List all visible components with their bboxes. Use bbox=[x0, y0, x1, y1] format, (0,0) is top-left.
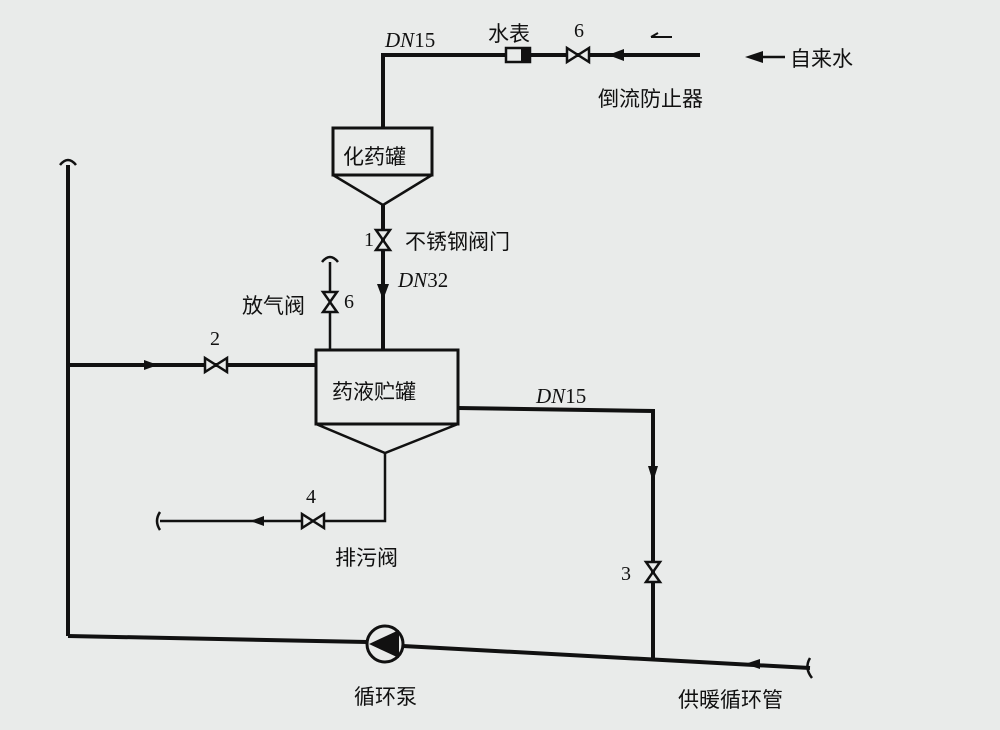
valve-1 bbox=[373, 228, 393, 252]
supply-pipe bbox=[381, 53, 700, 128]
dn-size: 15 bbox=[565, 384, 587, 408]
backflow-preventer-label: 倒流防止器 bbox=[598, 87, 703, 111]
vent-valve-label: 放气阀 bbox=[242, 294, 305, 318]
water-meter-label: 水表 bbox=[488, 22, 530, 46]
storage-tank bbox=[314, 348, 460, 426]
dn32-label: DN32 bbox=[398, 268, 448, 293]
pump-label: 循环泵 bbox=[354, 685, 417, 709]
dn-prefix: DN bbox=[385, 28, 415, 52]
dn-size: 15 bbox=[414, 28, 436, 52]
tap-water-label: 自来水 bbox=[790, 47, 853, 71]
valve-3 bbox=[643, 560, 663, 584]
chem-tank bbox=[331, 126, 434, 177]
valve-2 bbox=[203, 355, 229, 375]
dn-prefix: DN bbox=[536, 384, 566, 408]
storage-tank-label: 药液贮罐 bbox=[332, 380, 416, 404]
valve-6-top bbox=[565, 45, 591, 65]
heating-pipe-label: 供暖循环管 bbox=[678, 688, 783, 712]
valve-6-vent bbox=[320, 290, 340, 314]
valve-6-top-number: 6 bbox=[574, 20, 584, 42]
inlet-arrow bbox=[745, 51, 763, 63]
valve-3-number: 3 bbox=[621, 563, 631, 585]
valve-6-vent-number: 6 bbox=[344, 291, 354, 313]
circulation-pump bbox=[365, 624, 405, 664]
valve-4 bbox=[300, 511, 326, 531]
valve-4-number: 4 bbox=[306, 486, 316, 508]
dn-size: 32 bbox=[427, 268, 449, 292]
chem-tank-label: 化药罐 bbox=[343, 145, 406, 169]
flow-arrow-down bbox=[377, 284, 389, 300]
flow-arrow bbox=[608, 49, 624, 61]
drain-valve-label: 排污阀 bbox=[335, 546, 398, 570]
valve-1-number: 1 bbox=[364, 229, 374, 251]
dn-prefix: DN bbox=[398, 268, 428, 292]
stainless-valve-label: 不锈钢阀门 bbox=[405, 230, 510, 254]
dn15-top-label: DN15 bbox=[385, 28, 435, 53]
valve-2-number: 2 bbox=[210, 328, 220, 350]
dn15-right-label: DN15 bbox=[536, 384, 586, 409]
